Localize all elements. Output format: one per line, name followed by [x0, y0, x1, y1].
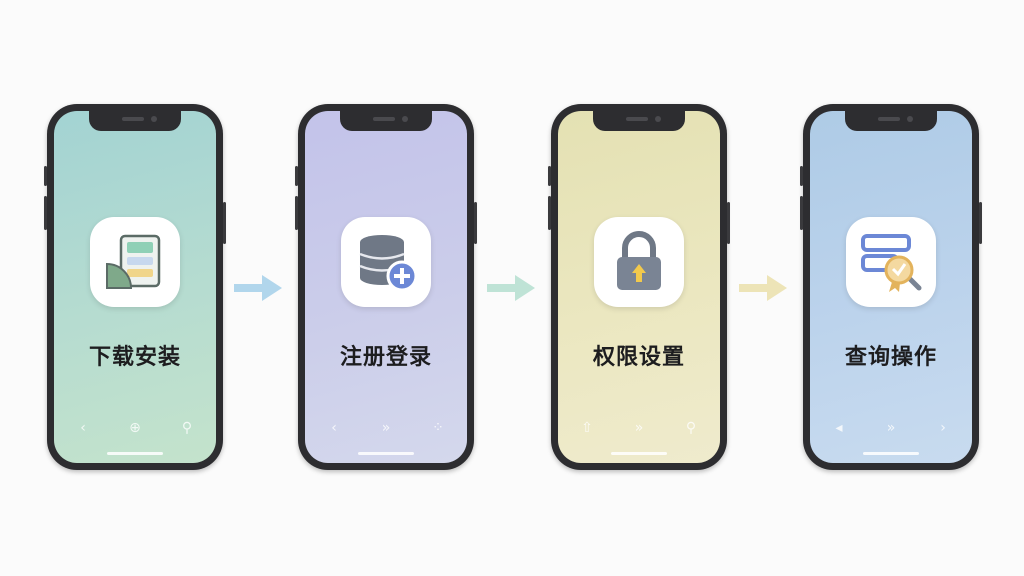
home-indicator	[863, 452, 919, 455]
phone-notch	[89, 111, 181, 131]
home-indicator	[611, 452, 667, 455]
share-icon[interactable]: ⇧	[581, 420, 593, 436]
app-icon-tile	[90, 217, 180, 307]
phone-notch	[340, 111, 432, 131]
database-add-icon	[359, 235, 418, 292]
arrow-right-icon	[739, 275, 787, 301]
phone-step-1: 下载安装 ‹ ⊕ ⚲	[44, 104, 226, 470]
forward-icon[interactable]: »	[381, 420, 391, 436]
home-indicator	[358, 452, 414, 455]
tool-icon[interactable]: ⚲	[181, 420, 193, 436]
back-icon[interactable]: ‹	[80, 420, 86, 436]
phone-screen: 注册登录 ‹ » ⁘	[305, 111, 467, 463]
nav-bar: ‹ ⊕ ⚲	[54, 417, 216, 441]
step-label: 注册登录	[339, 345, 432, 370]
loading-icon[interactable]: ⁘	[432, 420, 444, 436]
phone-screen: 权限设置 ⇧ » ⚲	[558, 111, 720, 463]
app-icon-tile	[594, 217, 684, 307]
nav-bar: ‹ » ⁘	[305, 417, 467, 441]
app-icon-tile	[341, 217, 431, 307]
forward-icon[interactable]: »	[634, 420, 644, 436]
home-indicator	[107, 452, 163, 455]
app-install-icon	[106, 234, 161, 289]
step-label: 下载安装	[88, 345, 181, 370]
phone-step-2: 注册登录 ‹ » ⁘	[295, 104, 477, 470]
phone-step-4: 查询操作 ◂ » ›	[800, 104, 982, 470]
nav-bar: ⇧ » ⚲	[558, 417, 720, 441]
phone-screen: 查询操作 ◂ » ›	[810, 111, 972, 463]
search-badge-icon	[861, 234, 922, 292]
phone-notch	[593, 111, 685, 131]
arrow-right-icon	[487, 275, 535, 301]
nav-bar: ◂ » ›	[810, 417, 972, 441]
back-icon[interactable]: ‹	[331, 420, 337, 436]
lock-icon	[617, 231, 661, 290]
phone-notch	[845, 111, 937, 131]
tool-icon[interactable]: ⚲	[685, 420, 697, 436]
next-icon[interactable]: ›	[940, 420, 946, 436]
phone-step-3: 权限设置 ⇧ » ⚲	[548, 104, 730, 470]
arrow-right-icon	[234, 275, 282, 301]
step-label: 权限设置	[592, 345, 685, 370]
app-icon-tile	[846, 217, 936, 307]
phone-screen: 下载安装 ‹ ⊕ ⚲	[54, 111, 216, 463]
add-circle-icon[interactable]: ⊕	[129, 420, 141, 436]
forward-icon[interactable]: »	[886, 420, 896, 436]
volume-icon[interactable]: ◂	[835, 420, 843, 436]
step-label: 查询操作	[844, 345, 937, 370]
